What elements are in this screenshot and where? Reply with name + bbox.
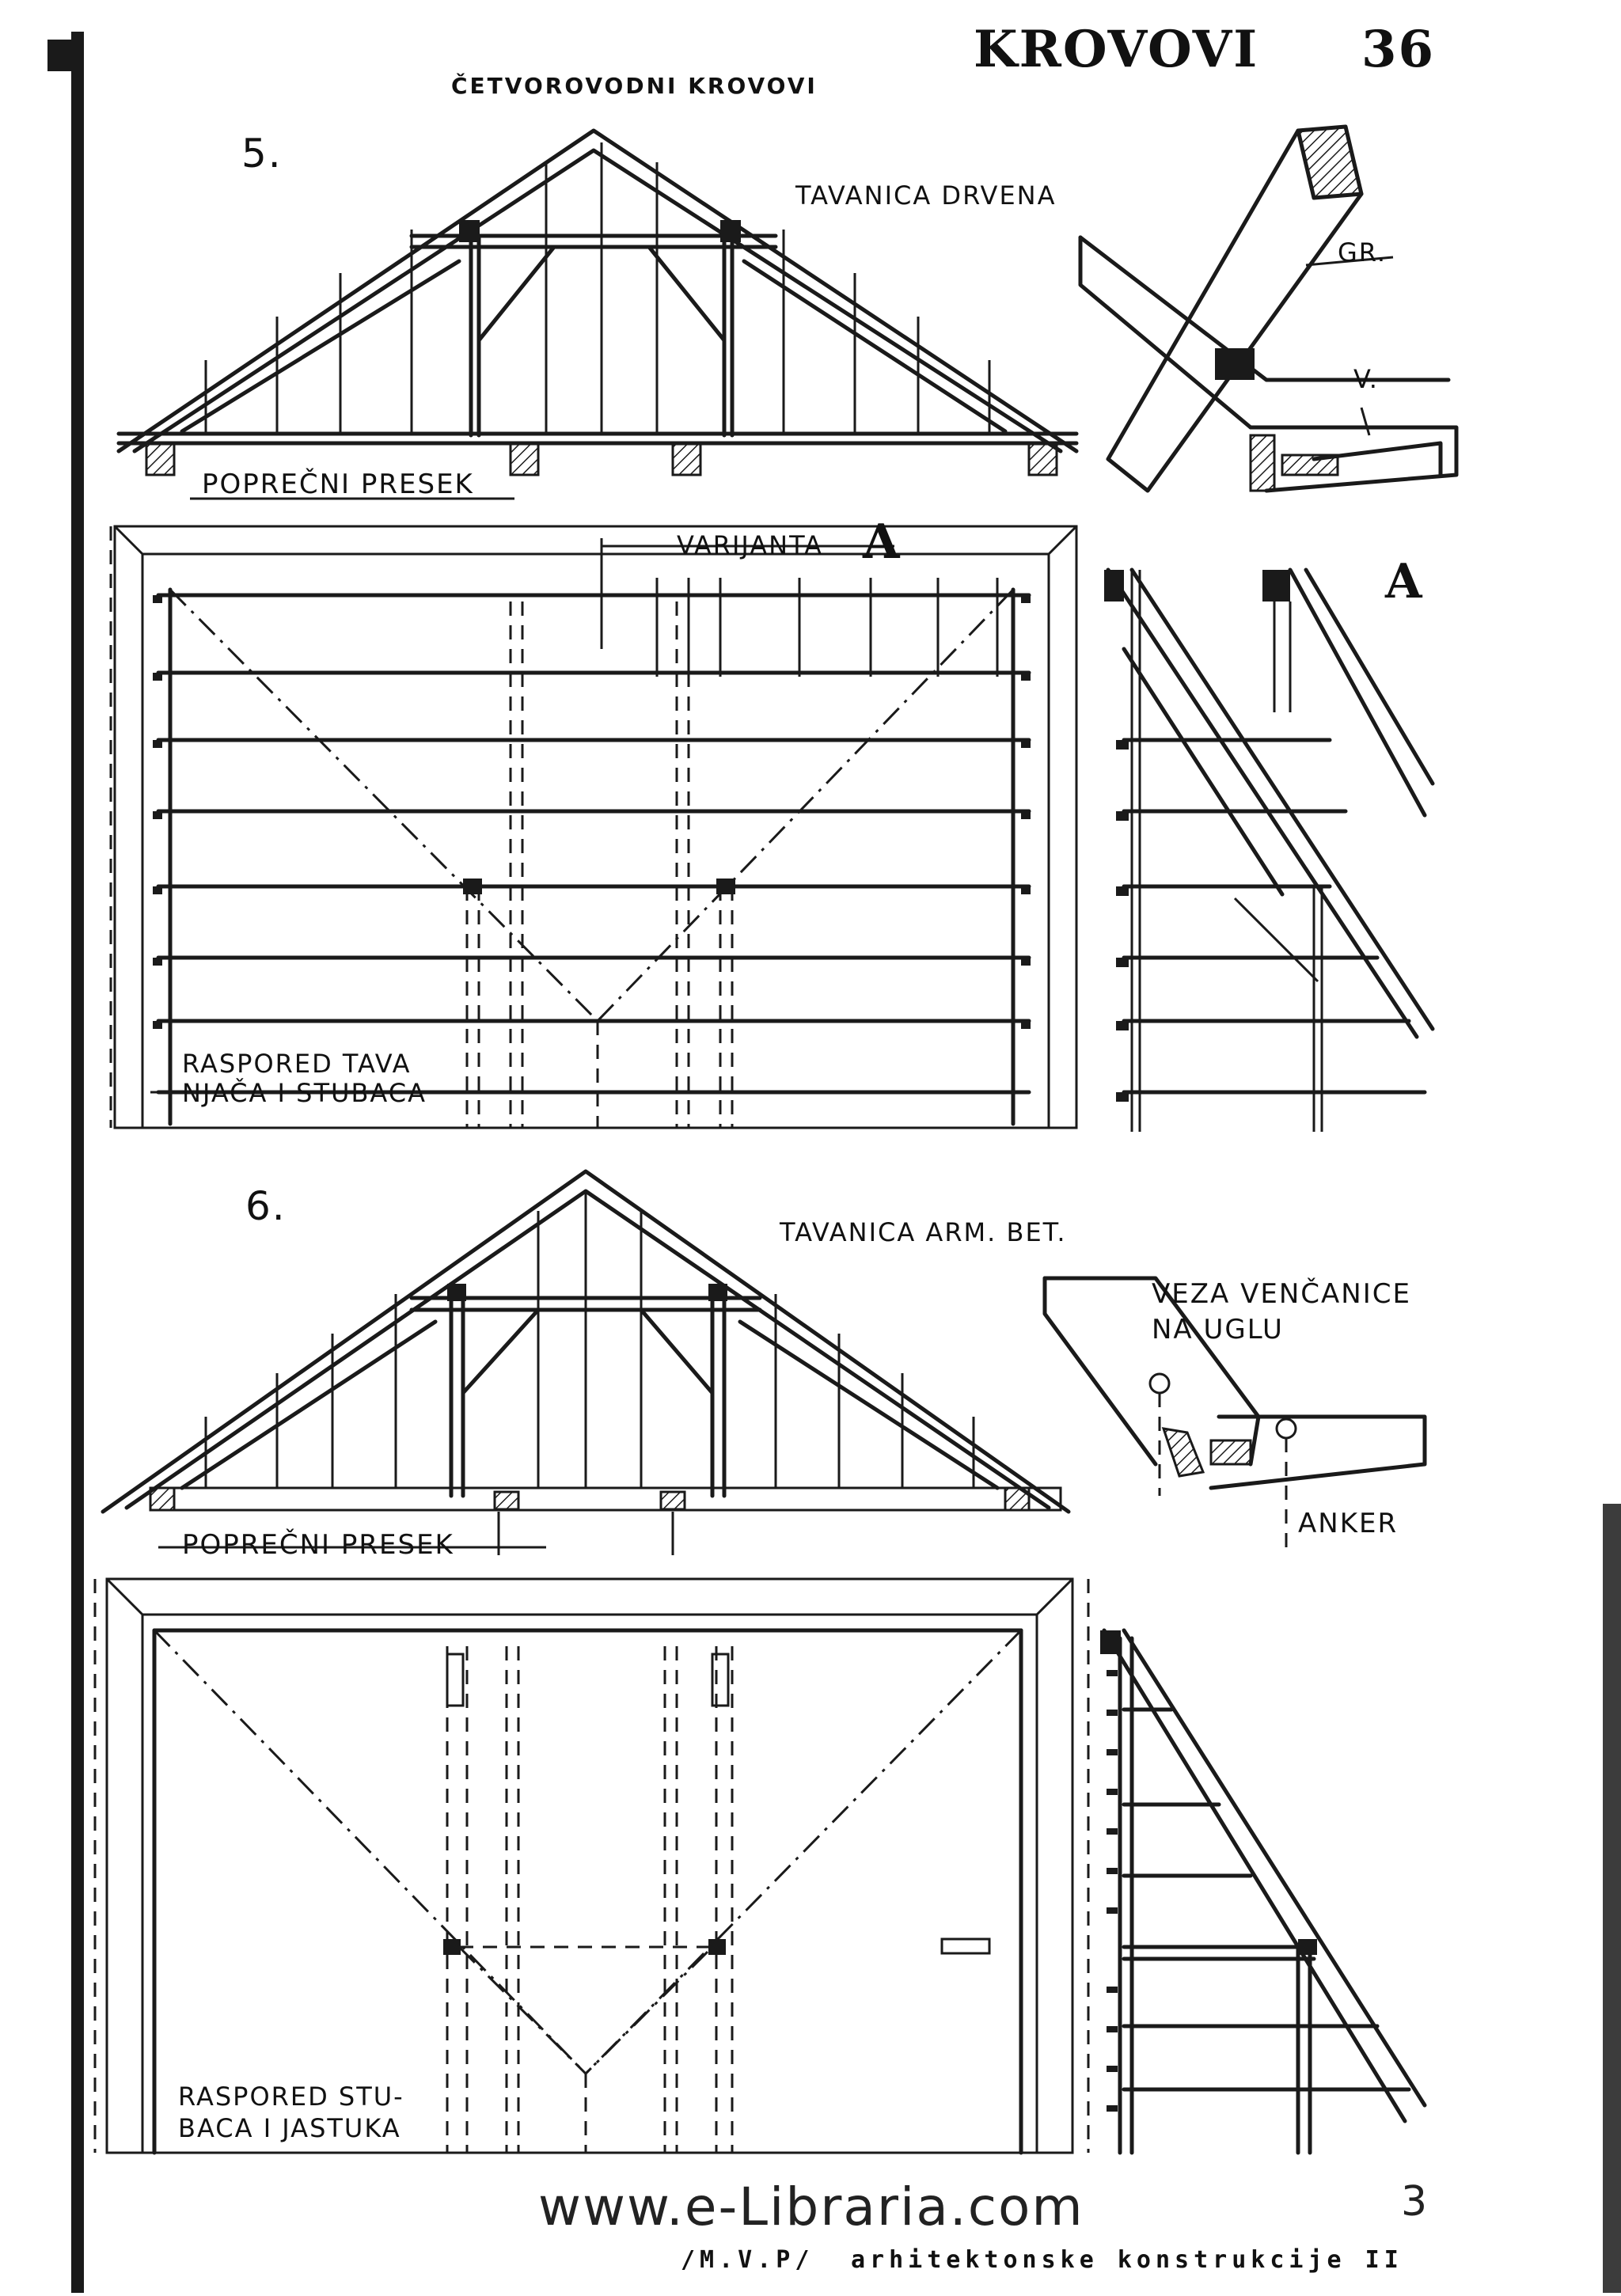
footer-page-number: 3 bbox=[1401, 2178, 1429, 2226]
fig5-cross-section bbox=[116, 128, 1079, 500]
footer-source-author: /M.V.P/ bbox=[681, 2246, 814, 2274]
figure-6-number: 6. bbox=[245, 1183, 287, 1229]
footer-source-title: arhitektonske konstrukcije II bbox=[851, 2246, 1403, 2274]
fig5-floor-label: TAVANICA DRVENA bbox=[795, 180, 1057, 211]
fig6-side-section bbox=[1100, 1628, 1427, 2155]
fig5-timber-detail bbox=[1078, 124, 1459, 493]
topic-title: ČETVOROVODNI KROVOVI bbox=[451, 73, 818, 99]
fig6-cross-section bbox=[101, 1169, 1071, 1555]
fig6-corner-detail bbox=[1042, 1276, 1427, 1547]
fig5-side-section bbox=[1104, 567, 1435, 1132]
fig6-floor-label: TAVANICA ARM. BET. bbox=[780, 1217, 1067, 1247]
fig5-variant-label: VARIJANTA bbox=[677, 530, 824, 560]
binding-edge bbox=[47, 32, 1621, 2293]
fig5-detail-mark-v: V. bbox=[1353, 364, 1379, 394]
fig5-plan bbox=[109, 525, 1078, 1129]
fig5-detail-mark-gr: GR. bbox=[1338, 237, 1388, 268]
fig5-detail-letter: A bbox=[1385, 554, 1424, 609]
fig5-variant-letter: A bbox=[863, 514, 902, 570]
fig6-plan-label-1: RASPORED STU- bbox=[178, 2082, 404, 2112]
fig6-plan bbox=[93, 1577, 1090, 2155]
fig6-anchor-label: ANKER bbox=[1298, 1508, 1399, 1539]
section-title: KROVOVI bbox=[974, 20, 1259, 79]
fig6-detail-label-1: VEZA VENČANICE bbox=[1152, 1278, 1411, 1310]
fig5-plan-label-2: NJAČA I STUBACA bbox=[182, 1078, 427, 1108]
figure-5-number: 5. bbox=[241, 131, 283, 176]
fig5-section-label: POPREČNI PRESEK bbox=[202, 469, 474, 500]
fig6-section-label: POPREČNI PRESEK bbox=[182, 1529, 454, 1561]
fig5-plan-label-1: RASPORED TAVA bbox=[182, 1049, 412, 1079]
fig6-detail-label-2: NA UGLU bbox=[1152, 1314, 1284, 1345]
footer-website[interactable]: www.e-Libraria.com bbox=[538, 2176, 1084, 2237]
fig6-plan-label-2: BACA I JASTUKA bbox=[178, 2113, 401, 2143]
sheet-number: 36 bbox=[1361, 20, 1436, 79]
